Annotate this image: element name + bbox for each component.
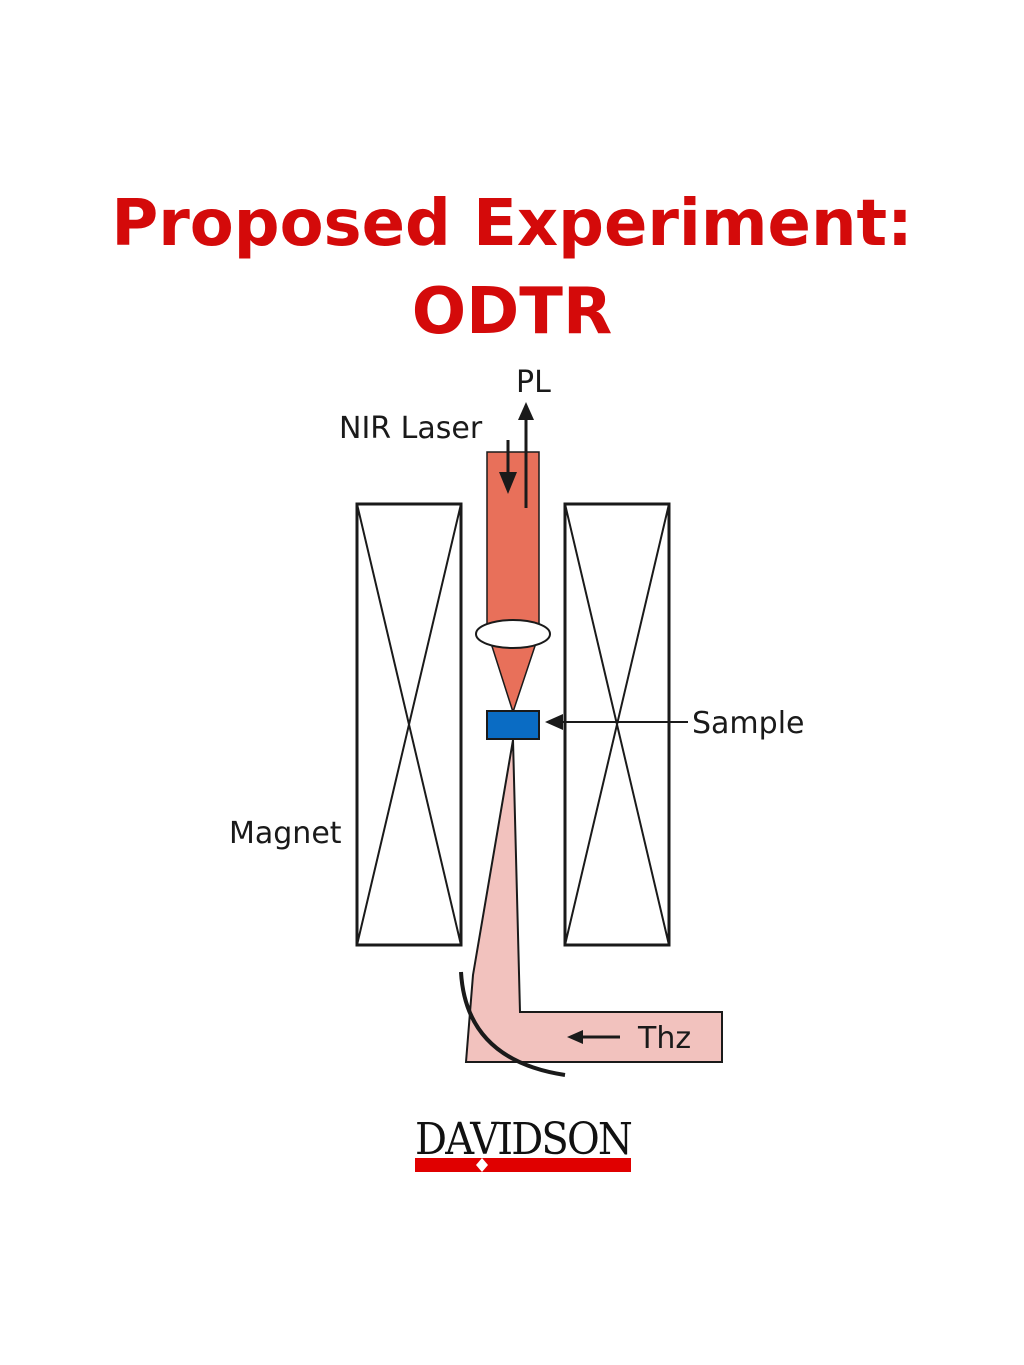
thz-beam — [464, 739, 723, 1063]
nir-laser-arrow-icon — [499, 440, 517, 494]
laser-focus-cone — [488, 639, 539, 715]
thz-label: Thz — [637, 1021, 691, 1056]
logo-red-bar — [415, 1158, 631, 1172]
parabolic-mirror — [459, 971, 566, 1077]
pl-arrow-icon — [518, 402, 534, 508]
davidson-logo: DAVIDSON — [415, 1114, 633, 1172]
thz-arrow-icon — [567, 1030, 620, 1044]
logo-wordmark: DAVIDSON — [415, 1114, 631, 1165]
slide-title: Proposed Experiment: ODTR — [0, 180, 1024, 356]
lens — [475, 619, 551, 649]
sample-block — [486, 710, 540, 740]
magnet-coil-left — [355, 502, 463, 947]
pl-label: PL — [516, 365, 551, 400]
sample-label: Sample — [692, 706, 805, 741]
title-line-1: Proposed Experiment: — [111, 187, 913, 261]
logo-diamond-icon — [476, 1158, 488, 1172]
magnet-coil-right — [563, 502, 671, 947]
nir-laser-label: NIR Laser — [339, 411, 483, 446]
sample-pointer-arrow-icon — [545, 714, 688, 730]
title-line-2: ODTR — [411, 275, 613, 349]
magnet-label: Magnet — [229, 816, 342, 851]
